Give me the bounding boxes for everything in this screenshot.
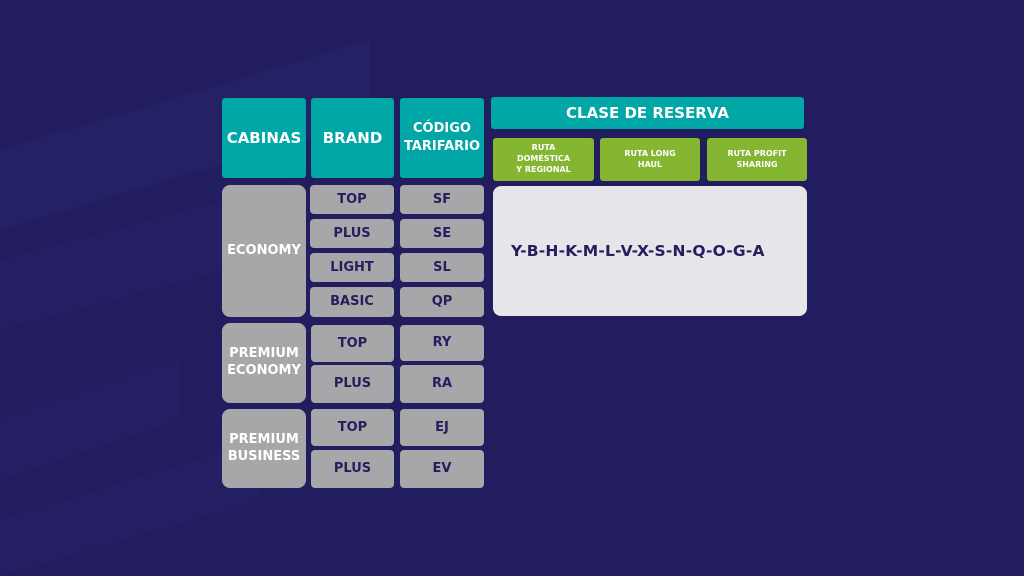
brand-economy-basic: BASIC <box>310 287 394 317</box>
code-premium-economy-top: RY <box>400 325 484 361</box>
code-economy-light: SL <box>400 253 484 282</box>
booking-classes-panel: Y-B-H-K-M-L-V-X-S-N-Q-O-G-A <box>493 186 807 316</box>
brand-premium-business-plus: PLUS <box>311 450 394 488</box>
brand-premium-economy-plus: PLUS <box>311 365 394 403</box>
cabin-premium-business: PREMIUM BUSINESS <box>222 409 306 488</box>
brand-economy-light: LIGHT <box>310 253 394 282</box>
brand-economy-top: TOP <box>310 185 394 214</box>
header-clase-de-reserva: CLASE DE RESERVA <box>491 97 804 129</box>
brand-economy-plus: PLUS <box>310 219 394 248</box>
code-premium-business-top: EJ <box>400 409 484 446</box>
code-premium-economy-plus: RA <box>400 365 484 403</box>
code-premium-business-plus: EV <box>400 450 484 488</box>
code-economy-top: SF <box>400 185 484 214</box>
cabin-premium-economy: PREMIUM ECONOMY <box>222 323 306 403</box>
header-brand: BRAND <box>311 98 394 178</box>
header-cabinas: CABINAS <box>222 98 306 178</box>
header-codigo-tarifario: CÓDIGO TARIFARIO <box>400 98 484 178</box>
cabin-economy: ECONOMY <box>222 185 306 317</box>
code-economy-plus: SE <box>400 219 484 248</box>
route-profit-sharing: RUTA PROFIT SHARING <box>707 138 807 181</box>
brand-premium-economy-top: TOP <box>311 325 394 362</box>
brand-premium-business-top: TOP <box>311 409 394 446</box>
code-economy-basic: QP <box>400 287 484 317</box>
route-long-haul: RUTA LONG HAUL <box>600 138 700 181</box>
route-domestica-regional: RUTA DOMÉSTICA Y REGIONAL <box>493 138 594 181</box>
